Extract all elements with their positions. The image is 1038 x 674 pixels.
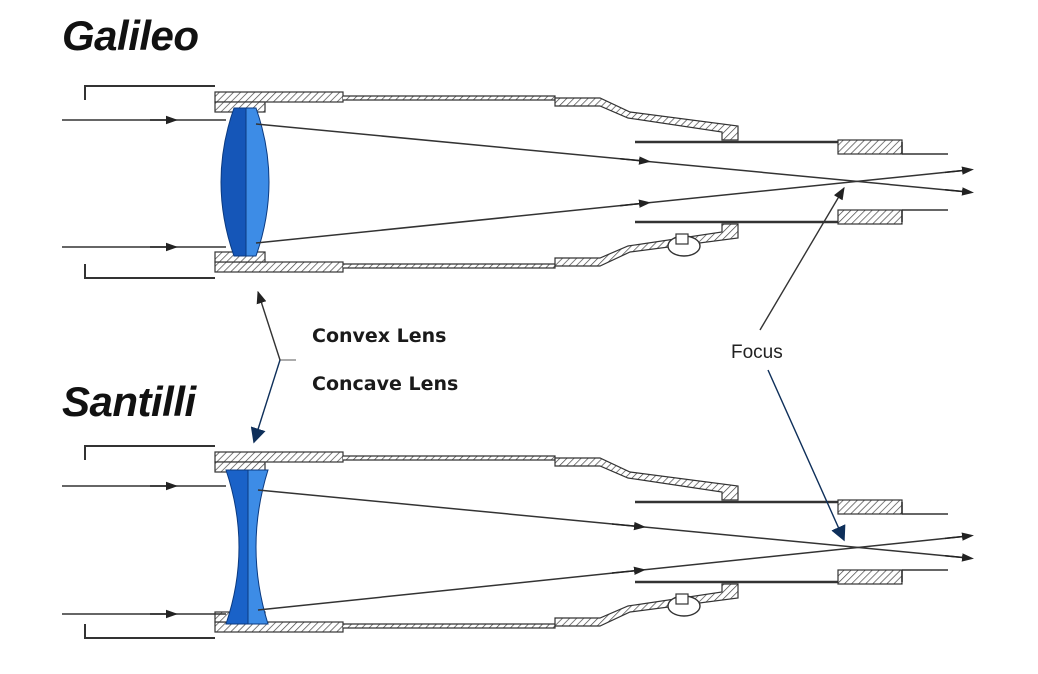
concave-lens-shape — [225, 469, 269, 625]
focus-pointer — [759, 186, 846, 542]
santilli-telescope — [62, 444, 974, 640]
convex-lens-label: Convex Lens — [312, 325, 447, 347]
lens-pointer — [250, 290, 296, 444]
concave-lens-label: Concave Lens — [312, 373, 459, 395]
galileo-telescope — [62, 84, 974, 280]
convex-lens-shape — [220, 107, 270, 257]
galileo-title: Galileo — [62, 12, 199, 59]
focus-label: Focus — [731, 342, 783, 363]
santilli-title: Santilli — [62, 378, 196, 425]
